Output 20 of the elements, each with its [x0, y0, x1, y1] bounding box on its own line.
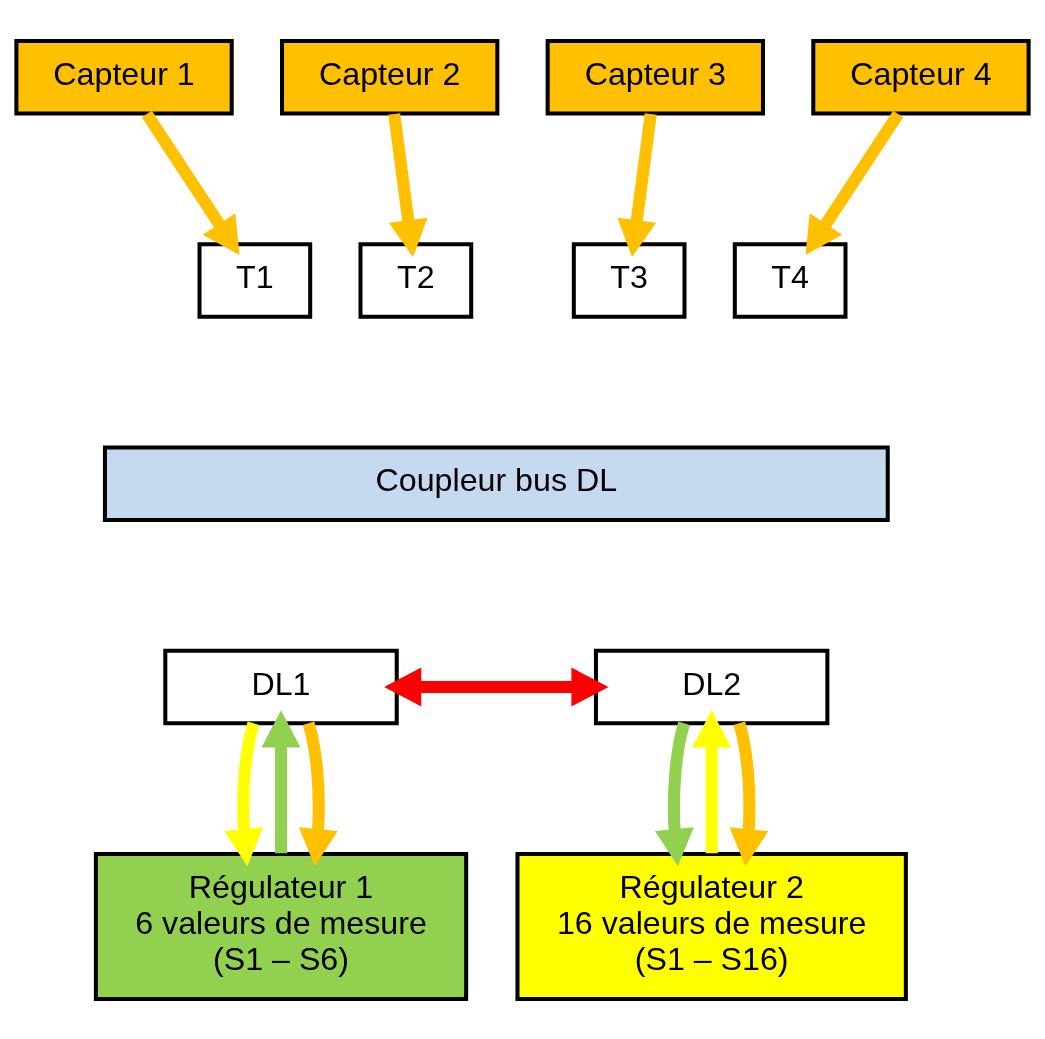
node-box: DL1 — [163, 648, 399, 725]
node-box: T2 — [358, 241, 474, 319]
arrow — [141, 110, 240, 255]
node-box: Régulateur 1 6 valeurs de mesure (S1 – S6) — [93, 851, 469, 1001]
node-box: Coupleur bus DL — [102, 445, 890, 522]
node-box: Régulateur 2 16 valeurs de mesure (S1 – S16) — [515, 851, 908, 1001]
node-box: Capteur 1 — [14, 38, 234, 115]
arrow — [261, 709, 301, 853]
node-box: Capteur 2 — [280, 38, 500, 115]
node-box: Capteur 3 — [545, 38, 765, 115]
arrow — [805, 110, 904, 255]
node-box: Capteur 4 — [811, 38, 1031, 115]
arrow — [388, 112, 428, 257]
node-box: T3 — [571, 241, 687, 319]
node-box: DL2 — [593, 648, 830, 725]
arrow — [384, 667, 609, 706]
node-box: T1 — [197, 241, 313, 319]
arrow — [692, 709, 732, 853]
node-box: T4 — [732, 241, 848, 319]
arrow — [617, 112, 657, 257]
